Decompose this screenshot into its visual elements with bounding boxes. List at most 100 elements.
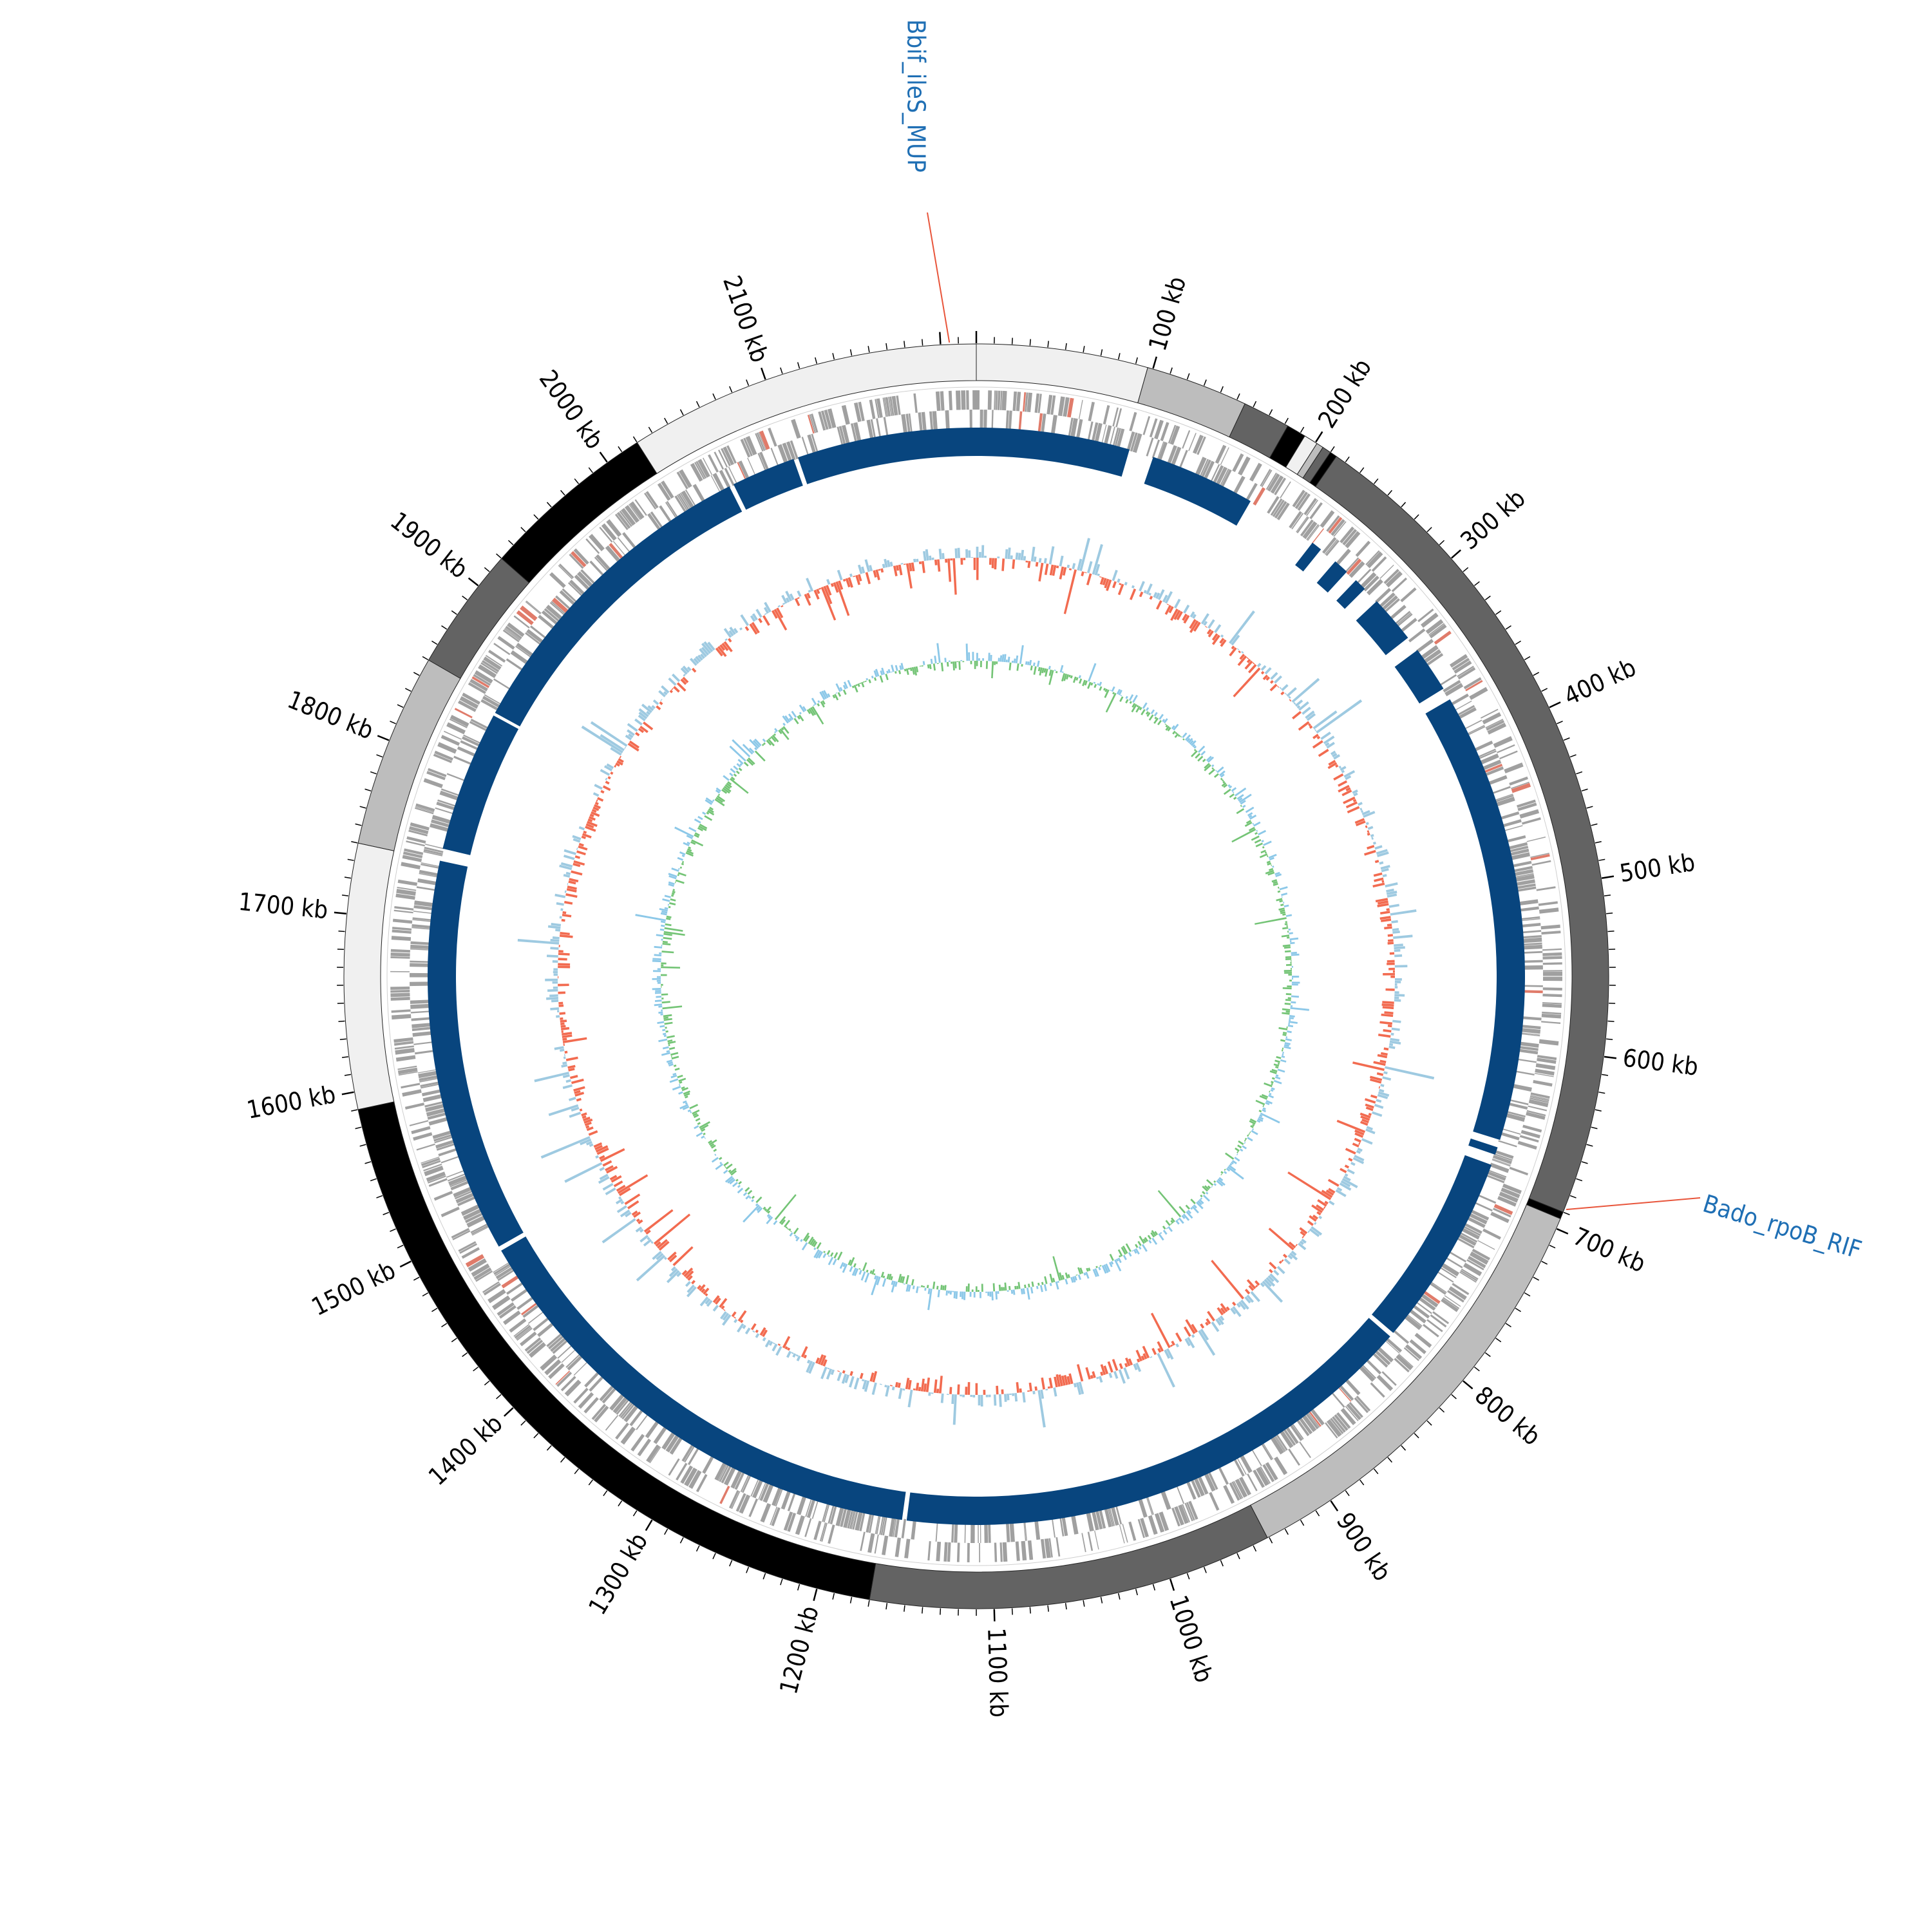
gc-bar bbox=[965, 549, 969, 558]
cds-feature bbox=[1457, 665, 1474, 677]
cds-feature bbox=[1392, 1329, 1410, 1344]
gc-bar bbox=[667, 1251, 677, 1261]
gc-bar bbox=[1344, 1173, 1349, 1177]
gc-skew-bar bbox=[800, 1238, 803, 1242]
cds-feature bbox=[984, 1523, 989, 1543]
gc-skew-bar bbox=[654, 992, 661, 994]
cds-feature bbox=[811, 1500, 819, 1519]
cds-feature bbox=[1519, 1041, 1539, 1048]
gc-bar bbox=[1392, 928, 1399, 931]
homology-block bbox=[501, 1236, 906, 1520]
gc-bar bbox=[561, 1064, 568, 1068]
gc-bar bbox=[1320, 732, 1331, 740]
gc-skew-bar bbox=[902, 1276, 905, 1283]
gc-skew-bar bbox=[936, 643, 941, 663]
tick-label: 200 kb bbox=[1312, 354, 1377, 433]
gc-bar bbox=[1200, 1323, 1205, 1329]
cds-feature bbox=[1528, 1105, 1548, 1112]
gc-bar bbox=[848, 577, 853, 588]
gc-bar bbox=[1119, 1363, 1123, 1369]
cds-feature bbox=[1531, 860, 1551, 866]
cds-feature bbox=[719, 1485, 730, 1504]
gc-skew-bar bbox=[988, 652, 990, 661]
gc-skew-bar bbox=[1039, 1285, 1043, 1293]
cds-feature bbox=[473, 674, 491, 686]
gc-bar bbox=[712, 1305, 719, 1312]
cds-feature bbox=[1539, 1039, 1559, 1046]
gc-skew-bar bbox=[895, 1281, 898, 1287]
gc-skew-bar bbox=[1281, 1055, 1285, 1058]
gc-bar bbox=[1226, 1306, 1230, 1311]
gc-bar bbox=[1307, 1230, 1311, 1233]
cds-feature bbox=[719, 1464, 730, 1482]
gc-skew-bar bbox=[681, 854, 685, 857]
cds-feature bbox=[1209, 1492, 1220, 1511]
gc-bar bbox=[1375, 898, 1388, 903]
gc-skew-bar bbox=[927, 1288, 933, 1311]
gc-skew-bar bbox=[706, 811, 710, 815]
gc-bar bbox=[561, 918, 565, 922]
cds-feature bbox=[935, 1522, 938, 1542]
cds-feature bbox=[999, 1542, 1003, 1562]
cds-feature bbox=[948, 390, 952, 410]
gc-skew-bar bbox=[1256, 829, 1258, 832]
cds-feature bbox=[621, 1403, 636, 1420]
gc-bar bbox=[752, 613, 758, 621]
gc-bar bbox=[657, 1238, 668, 1249]
gc-bar bbox=[595, 1155, 599, 1159]
cds-feature bbox=[1261, 1443, 1273, 1461]
cds-feature bbox=[589, 560, 605, 576]
gc-skew-bar bbox=[1262, 1109, 1267, 1113]
cds-feature bbox=[1396, 1354, 1413, 1370]
gc-skew-bar bbox=[1141, 708, 1146, 715]
gc-bar bbox=[764, 612, 767, 616]
tick-label: 900 kb bbox=[1331, 1508, 1397, 1586]
gc-bar bbox=[588, 1130, 598, 1136]
gc-bar bbox=[1269, 679, 1274, 684]
gc-skew-bar bbox=[1154, 1231, 1159, 1236]
cds-feature bbox=[1520, 918, 1540, 922]
gc-skew-bar bbox=[670, 1056, 672, 1058]
cds-feature bbox=[659, 505, 672, 523]
gc-bar bbox=[1052, 565, 1057, 576]
cds-feature bbox=[879, 1515, 884, 1535]
gc-skew-bar bbox=[708, 1140, 713, 1144]
cds-feature bbox=[493, 1262, 510, 1273]
gc-bar bbox=[1345, 801, 1358, 809]
cds-feature bbox=[462, 692, 480, 705]
gc-bar bbox=[1291, 677, 1320, 703]
cds-feature bbox=[838, 426, 846, 446]
gc-skew-bar bbox=[905, 1284, 909, 1292]
gc-skew-bar bbox=[927, 1288, 931, 1294]
gc-skew-bar bbox=[1019, 645, 1024, 664]
cds-feature bbox=[726, 445, 737, 464]
cds-feature bbox=[777, 444, 788, 464]
gc-bar bbox=[695, 656, 701, 663]
cds-feature bbox=[458, 1241, 477, 1253]
gc-bar bbox=[1361, 810, 1364, 813]
gc-bar bbox=[962, 1394, 965, 1397]
gc-skew-bar bbox=[1159, 714, 1164, 720]
gc-skew-bar bbox=[834, 694, 839, 701]
gc-bar bbox=[984, 555, 987, 558]
gc-skew-bar bbox=[1272, 866, 1274, 868]
gc-skew-bar bbox=[900, 1276, 904, 1283]
cds-feature bbox=[1432, 1311, 1450, 1325]
gc-skew-bar bbox=[725, 1163, 733, 1170]
gc-skew-bar bbox=[1252, 1124, 1255, 1127]
gc-skew-bar bbox=[1004, 1282, 1007, 1291]
gc-skew-bar bbox=[781, 727, 784, 731]
minor-tick bbox=[344, 876, 352, 879]
gc-bar bbox=[594, 1144, 603, 1151]
gc-bar bbox=[813, 589, 820, 600]
gc-skew-bar bbox=[1283, 1046, 1291, 1050]
cds-feature bbox=[1015, 1541, 1020, 1561]
gc-bar bbox=[724, 638, 728, 641]
gc-skew-bar bbox=[799, 714, 804, 722]
minor-tick bbox=[1345, 456, 1350, 462]
minor-tick bbox=[1598, 1092, 1605, 1094]
cds-feature bbox=[1265, 472, 1277, 490]
gc-bar bbox=[1328, 759, 1336, 766]
gc-skew-bar bbox=[1279, 900, 1283, 903]
gc-skew-bar bbox=[1093, 681, 1096, 684]
